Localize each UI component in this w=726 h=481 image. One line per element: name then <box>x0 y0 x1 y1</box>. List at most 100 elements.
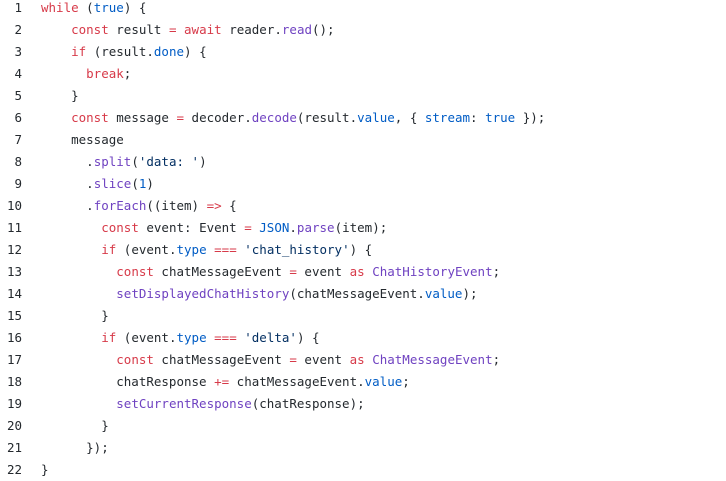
code-text: const result = await reader.read(); <box>41 19 334 41</box>
code-token: type <box>176 330 207 345</box>
code-token: done <box>153 44 185 59</box>
code-token: ) { <box>123 0 147 15</box>
code-token: const <box>101 220 139 235</box>
code-token: ; <box>123 66 132 81</box>
code-token: await <box>184 22 222 37</box>
line-number: 9 <box>14 176 22 191</box>
code-line[interactable]: 5 } <box>0 85 726 107</box>
code-text: }); <box>41 437 109 459</box>
code-token <box>41 22 71 37</box>
code-token: parse <box>296 220 335 235</box>
code-token: value <box>357 110 395 125</box>
code-token: chatMessageEvent <box>153 264 290 279</box>
code-token: decode <box>251 110 297 125</box>
line-number: 14 <box>6 286 22 301</box>
code-line[interactable]: 13 const chatMessageEvent = event as Cha… <box>0 261 726 283</box>
code-token: if <box>101 242 117 257</box>
code-line[interactable]: 15 } <box>0 305 726 327</box>
code-line[interactable]: 7 message <box>0 129 726 151</box>
code-token <box>207 242 215 257</box>
code-line[interactable]: 2 const result = await reader.read(); <box>0 19 726 41</box>
code-token <box>207 330 215 345</box>
code-token: const <box>116 264 154 279</box>
line-number: 1 <box>14 0 22 15</box>
code-text: chatResponse += chatMessageEvent.value; <box>41 371 410 393</box>
code-token: } <box>41 308 109 323</box>
code-line[interactable]: 17 const chatMessageEvent = event as Cha… <box>0 349 726 371</box>
code-line[interactable]: 8 .split('data: ') <box>0 151 726 173</box>
code-line[interactable]: 4 break; <box>0 63 726 85</box>
code-token: (chatResponse); <box>251 396 365 411</box>
code-token <box>41 396 116 411</box>
code-text: const event: Event = JSON.parse(item); <box>41 217 387 239</box>
code-line[interactable]: 9 .slice(1) <box>0 173 726 195</box>
code-text: while (true) { <box>41 0 146 19</box>
code-token: => <box>206 198 222 213</box>
code-token: 'chat_history' <box>244 242 350 257</box>
code-token <box>41 220 101 235</box>
code-line[interactable]: 20 } <box>0 415 726 437</box>
line-number: 5 <box>14 88 22 103</box>
code-token: stream <box>424 110 471 125</box>
code-line[interactable]: 14 setDisplayedChatHistory(chatMessageEv… <box>0 283 726 305</box>
line-number: 13 <box>6 264 22 279</box>
code-token: break <box>86 66 124 81</box>
code-line[interactable]: 11 const event: Event = JSON.parse(item)… <box>0 217 726 239</box>
code-line[interactable]: 6 const message = decoder.decode(result.… <box>0 107 726 129</box>
code-text: const chatMessageEvent = event as ChatMe… <box>41 349 500 371</box>
code-token: ) <box>199 154 207 169</box>
code-token: ; <box>492 264 501 279</box>
code-token: } <box>41 418 109 433</box>
code-token: const <box>71 110 109 125</box>
code-line[interactable]: 3 if (result.done) { <box>0 41 726 63</box>
code-token: chatResponse <box>41 374 215 389</box>
code-token: }); <box>515 110 546 125</box>
code-token: value <box>364 374 403 389</box>
code-line[interactable]: 12 if (event.type === 'chat_history') { <box>0 239 726 261</box>
code-line[interactable]: 16 if (event.type === 'delta') { <box>0 327 726 349</box>
code-token: 'data: ' <box>138 154 200 169</box>
code-line[interactable]: 10 .forEach((item) => { <box>0 195 726 217</box>
line-number: 2 <box>14 22 22 37</box>
code-token: }); <box>41 440 109 455</box>
code-token: if <box>101 330 117 345</box>
code-token: setCurrentResponse <box>116 396 252 411</box>
code-token: = <box>168 22 177 37</box>
line-number: 18 <box>6 374 22 389</box>
code-text: break; <box>41 63 131 85</box>
code-text: const message = decoder.decode(result.va… <box>41 107 545 129</box>
code-token: result <box>108 22 169 37</box>
code-token: (result. <box>296 110 358 125</box>
code-token: slice <box>93 176 132 191</box>
code-token: ((item) <box>146 198 207 213</box>
code-token: chatMessageEvent. <box>229 374 365 389</box>
code-token: ( <box>78 0 94 15</box>
code-token: event: Event <box>138 220 245 235</box>
code-token: value <box>424 286 463 301</box>
code-token: if <box>71 44 87 59</box>
code-text: } <box>41 459 49 481</box>
code-line[interactable]: 22} <box>0 459 726 481</box>
code-line[interactable]: 19 setCurrentResponse(chatResponse); <box>0 393 726 415</box>
code-token <box>41 110 71 125</box>
code-token: event <box>296 352 350 367</box>
code-token: (item); <box>334 220 388 235</box>
line-number: 15 <box>6 308 22 323</box>
code-token <box>41 330 101 345</box>
line-number: 4 <box>14 66 22 81</box>
code-token: ) { <box>184 44 207 59</box>
code-text: .forEach((item) => { <box>41 195 237 217</box>
code-text: if (result.done) { <box>41 41 207 63</box>
code-token: (event. <box>116 242 177 257</box>
code-token: } <box>41 88 79 103</box>
code-text: setCurrentResponse(chatResponse); <box>41 393 365 415</box>
code-line[interactable]: 1 while (true) { <box>0 0 726 19</box>
code-line[interactable]: 18 chatResponse += chatMessageEvent.valu… <box>0 371 726 393</box>
code-token: === <box>214 330 237 345</box>
code-text: if (event.type === 'chat_history') { <box>41 239 372 261</box>
code-token: JSON <box>259 220 290 235</box>
code-token: type <box>176 242 207 257</box>
code-line[interactable]: 21 }); <box>0 437 726 459</box>
line-number: 12 <box>6 242 22 257</box>
